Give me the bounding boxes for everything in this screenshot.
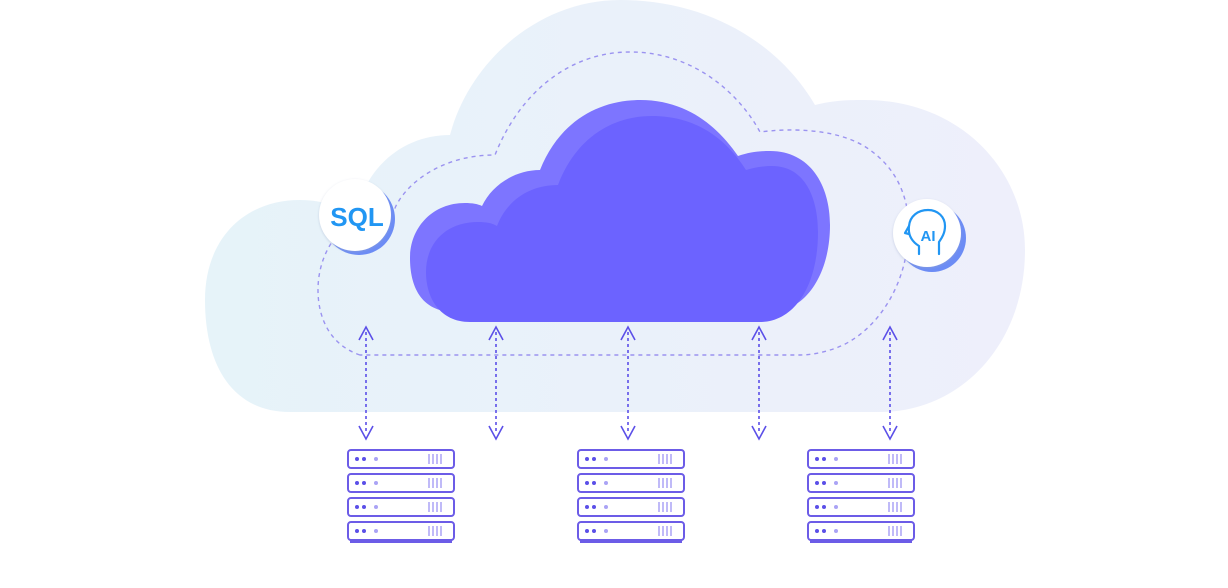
server-rack-base — [810, 540, 912, 543]
server-unit — [577, 473, 685, 493]
connector-4 — [751, 325, 767, 441]
server-rack-left — [347, 449, 455, 543]
server-unit — [807, 521, 915, 541]
server-unit — [807, 497, 915, 517]
sql-badge-label: SQL — [330, 202, 384, 232]
server-rack-center — [577, 449, 685, 543]
connector-2 — [488, 325, 504, 441]
server-unit — [347, 521, 455, 541]
server-rack-base — [580, 540, 682, 543]
server-rack-base — [350, 540, 452, 543]
ai-head-icon — [903, 208, 947, 256]
server-unit — [807, 473, 915, 493]
connector-1 — [358, 325, 374, 441]
server-unit — [347, 473, 455, 493]
sql-badge: SQL — [319, 179, 395, 255]
connector-5 — [882, 325, 898, 441]
server-unit — [347, 497, 455, 517]
ai-badge: AI — [893, 199, 966, 272]
server-unit — [347, 449, 455, 469]
server-unit — [577, 521, 685, 541]
ai-badge-label: AI — [921, 228, 936, 245]
server-unit — [577, 497, 685, 517]
connector-3 — [620, 325, 636, 441]
server-unit — [807, 449, 915, 469]
server-rack-right — [807, 449, 915, 543]
server-unit — [577, 449, 685, 469]
inner-cloud — [426, 116, 818, 322]
